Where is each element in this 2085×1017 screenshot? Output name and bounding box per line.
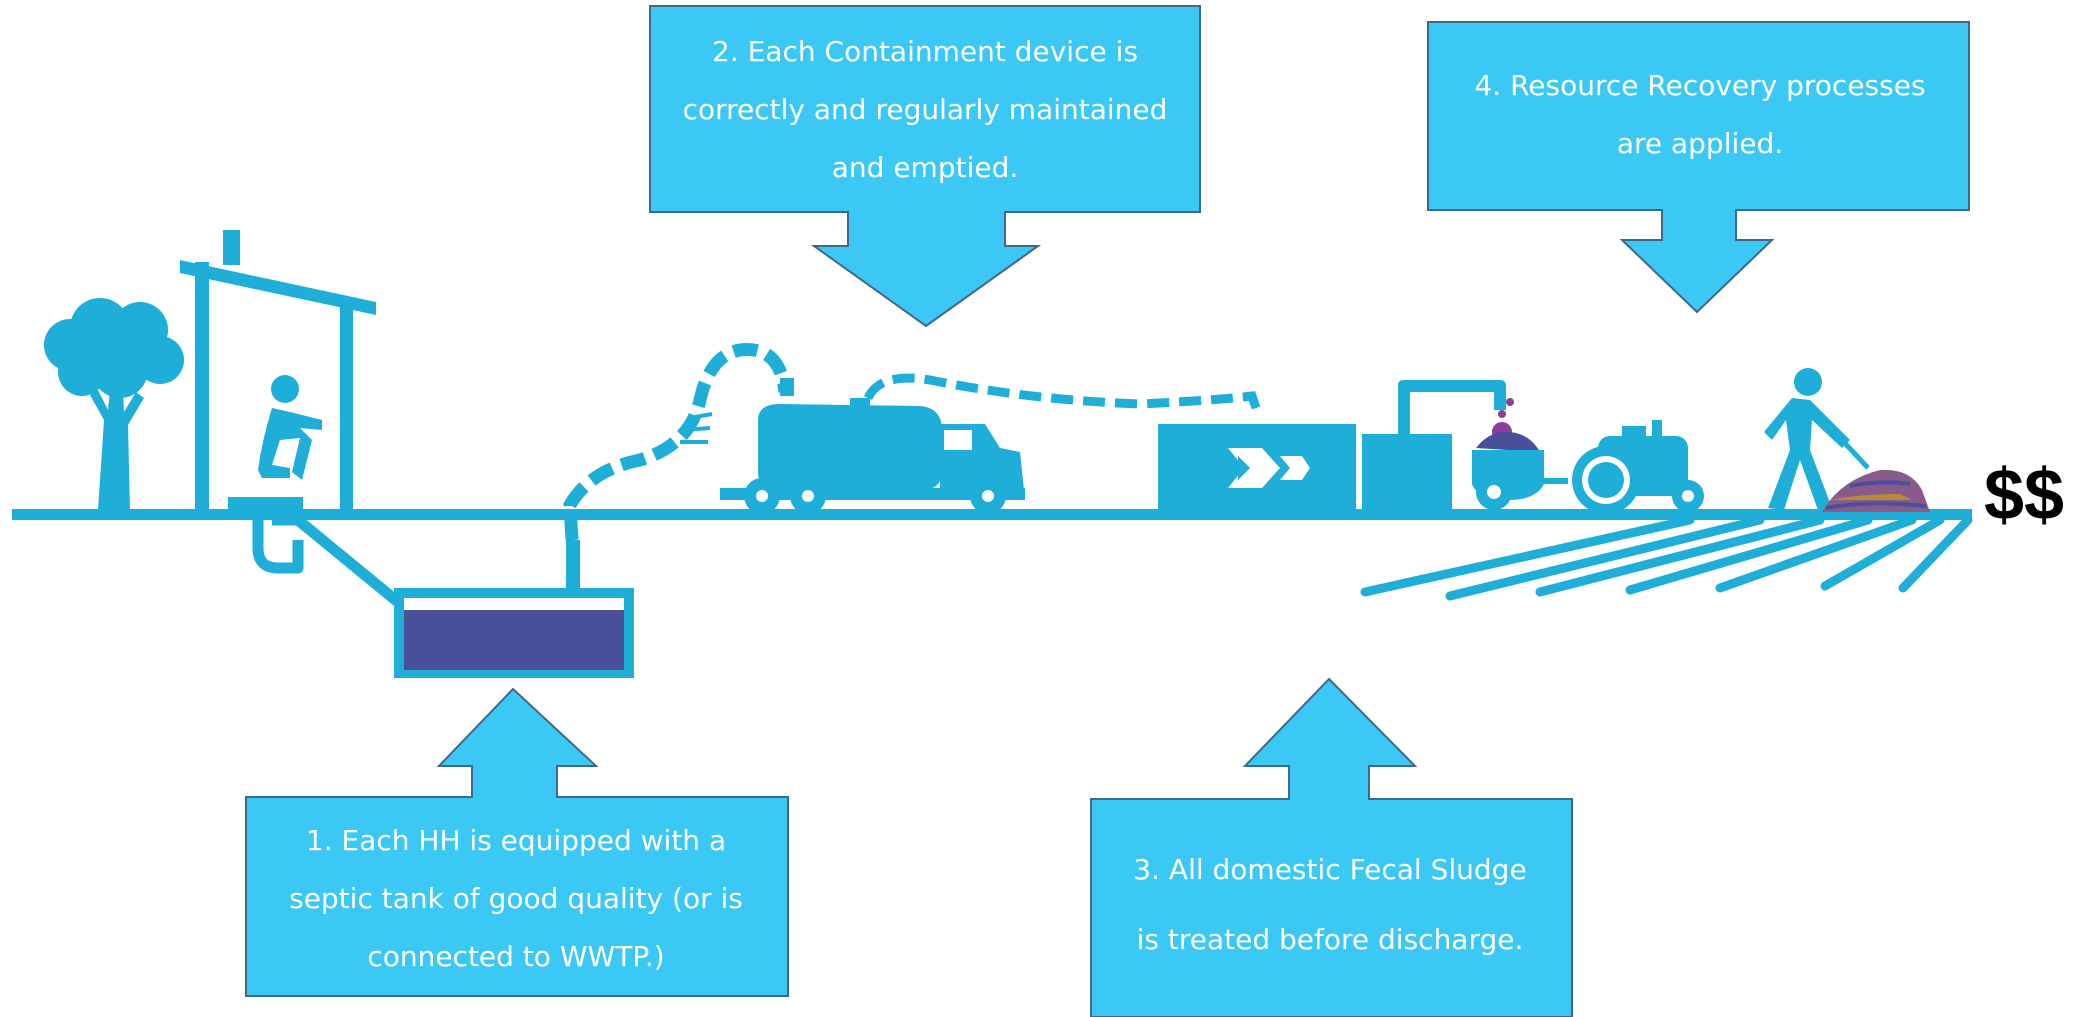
septic-tank-icon — [394, 540, 634, 678]
ground-line — [12, 509, 1972, 520]
tractor-icon — [1472, 398, 1704, 514]
callout-step4-shape — [1427, 21, 1970, 314]
callout-step4-text: 4. Resource Recovery processes are appli… — [1474, 69, 1926, 160]
worker-shoveling-icon — [1764, 368, 1870, 510]
field-furrows-icon — [1360, 515, 1973, 601]
person-squatting-icon — [258, 375, 322, 480]
callout-step3-shape — [1090, 677, 1573, 1017]
treatment-plant-icon — [1158, 380, 1506, 512]
speed-lines — [680, 412, 713, 444]
toilet-shelter-icon — [180, 230, 376, 512]
callout-step3-text: 3. All domestic Fecal Sludge is treated … — [1133, 853, 1527, 956]
money-label: $$ — [1984, 455, 2065, 535]
callout-step1-text: 1. Each HH is equipped with a septic tan… — [289, 824, 743, 973]
callout-step2-shape — [649, 5, 1201, 328]
drain-pipe — [252, 514, 414, 617]
vacuum-hose-icon — [563, 343, 792, 541]
compost-pile-icon — [1822, 469, 1930, 512]
callout-step2-text: 2. Each Containment device is correctly … — [682, 35, 1168, 184]
vacuum-hose-icon — [863, 373, 1263, 416]
vacuum-truck-icon — [720, 378, 1025, 514]
callout-step1-shape — [245, 687, 789, 997]
tree-icon — [44, 298, 184, 510]
